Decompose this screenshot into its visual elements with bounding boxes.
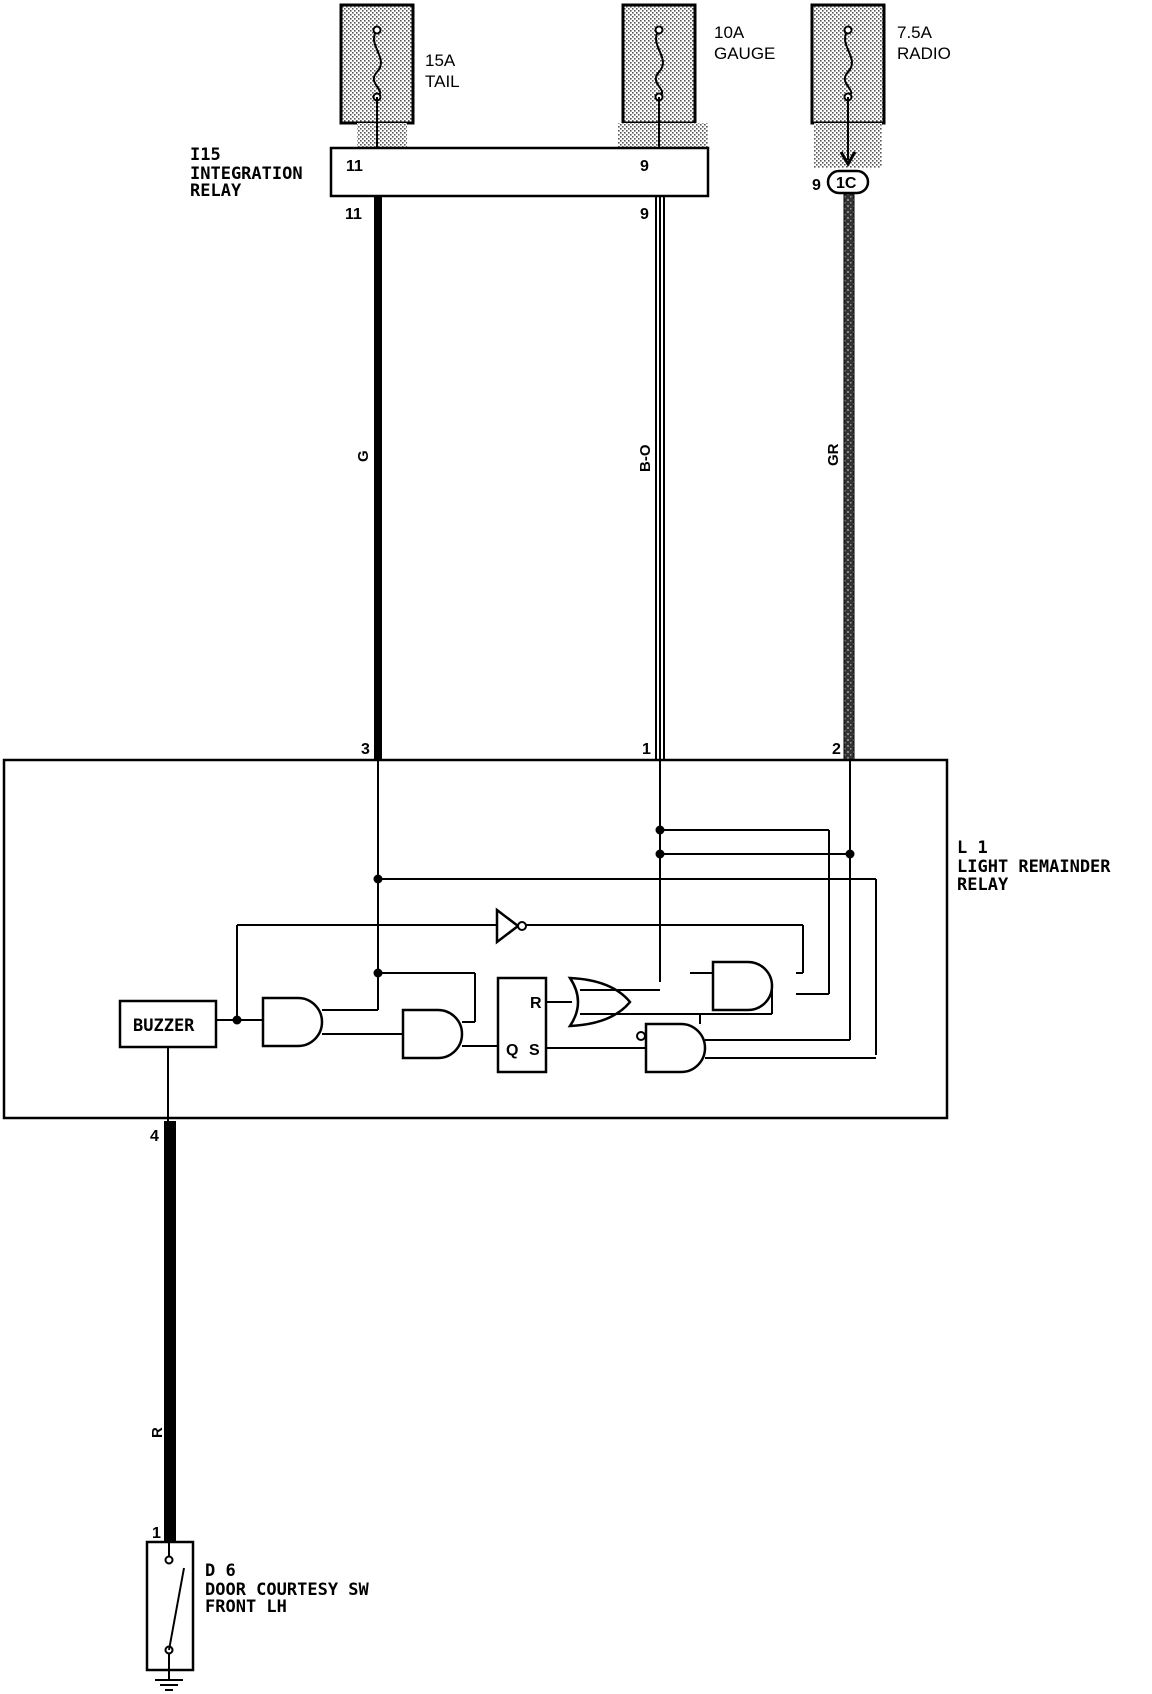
switch-name-line2: FRONT LH: [205, 1597, 287, 1617]
fuse-7-5a-radio: 7.5A RADIO: [810, 3, 951, 125]
fuse-amps: 10A: [714, 23, 745, 42]
relay-out-pin: 9: [640, 206, 649, 223]
wire-r: R: [149, 1121, 176, 1542]
wire-color-label: GR: [825, 443, 842, 466]
relay-name-line1: LIGHT REMAINDER: [957, 857, 1111, 877]
wire-color-label: R: [149, 1427, 166, 1438]
flipflop-s: S: [529, 1042, 540, 1059]
relay-pin: 11: [346, 158, 363, 175]
buzzer-label: BUZZER: [133, 1016, 195, 1036]
fuse-amps: 15A: [425, 51, 456, 70]
ground-icon: [155, 1670, 183, 1691]
relay-pin: 9: [640, 158, 649, 175]
relay-name-line2: RELAY: [190, 181, 242, 201]
wire-gr: GR: [825, 193, 855, 761]
relay-code: L 1: [957, 838, 988, 858]
fuse-name: TAIL: [425, 72, 460, 91]
switch-pin: 1: [152, 1525, 161, 1542]
flipflop-q: Q: [506, 1042, 518, 1059]
wire-color-label: B-O: [637, 444, 654, 472]
connector-label: 1C: [836, 175, 857, 192]
fuse-amps: 7.5A: [897, 23, 933, 42]
switch-code: D 6: [205, 1561, 236, 1581]
fuse-15a-tail: 15A TAIL: [339, 3, 460, 125]
light-remainder-relay: L 1 LIGHT REMAINDER RELAY 3 1 2 4 BUZZER: [2, 741, 1111, 1145]
relay-name-line1: INTEGRATION: [190, 164, 303, 184]
flipflop-r: R: [530, 995, 542, 1012]
switch-name-line1: DOOR COURTESY SW: [205, 1580, 370, 1600]
relay-out-pin: 11: [345, 206, 362, 223]
relay-pin: 2: [832, 741, 841, 758]
connector-pin: 9: [812, 177, 821, 194]
integration-relay: I15 INTEGRATION RELAY 11 9 11 9: [190, 145, 710, 223]
fuse-10a-gauge: 10A GAUGE: [621, 3, 775, 125]
relay-code: I15: [190, 145, 221, 165]
connector-1c: 1C 9: [812, 169, 870, 195]
relay-name-line2: RELAY: [957, 875, 1009, 895]
relay-pin: 1: [642, 741, 651, 758]
fuse-name: RADIO: [897, 44, 951, 63]
wire-g: G: [355, 197, 382, 760]
fuse-name: GAUGE: [714, 44, 775, 63]
relay-pin: 3: [361, 741, 370, 758]
wire-color-label: G: [355, 450, 372, 462]
wire-b-o: B-O: [637, 197, 665, 760]
door-courtesy-switch: 1 D 6 DOOR COURTESY SW FRONT LH: [145, 1525, 370, 1672]
relay-pin: 4: [150, 1128, 159, 1145]
